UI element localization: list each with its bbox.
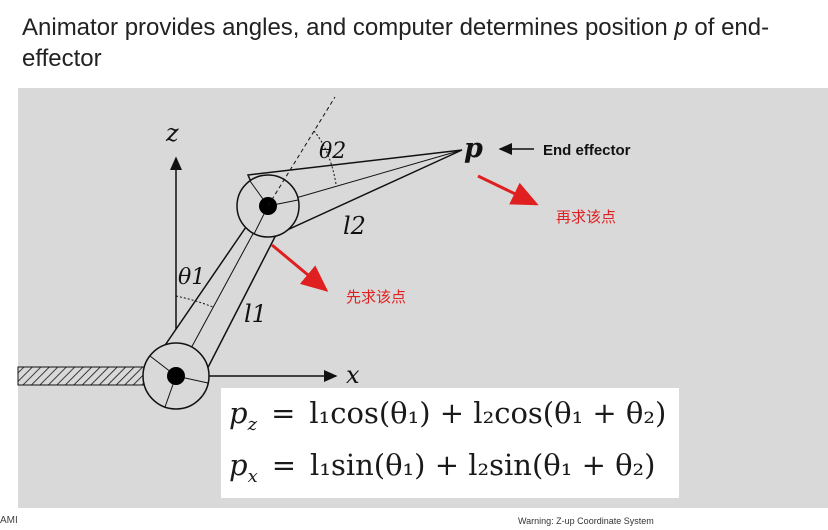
p-label: p xyxy=(464,133,483,164)
base-joint-pin xyxy=(167,367,185,385)
footer-left-text: AMI xyxy=(0,515,18,526)
title-text-after: of end-effector xyxy=(22,14,770,72)
formula-pz: pz=l₁cos(θ₁) + l₂cos(θ₁ + θ₂) xyxy=(229,396,667,435)
formula-px-lhs: p xyxy=(229,448,248,482)
theta2-label: θ2 xyxy=(319,139,346,164)
link-1-extension-dashed xyxy=(267,96,336,207)
slide-title: Animator provides angles, and computer d… xyxy=(22,12,802,74)
theta1-label: θ1 xyxy=(178,265,205,290)
annotation-arrow-second xyxy=(477,174,539,206)
end-effector-label: End effector xyxy=(543,142,631,159)
l1-label: l1 xyxy=(244,300,267,328)
formula-pz-lhs-sub: z xyxy=(247,413,258,435)
formula-px-lhs-sub: x xyxy=(247,465,258,487)
x-axis-label: x xyxy=(346,361,360,389)
link-2-center xyxy=(267,149,463,207)
title-variable-p: p xyxy=(674,14,688,41)
z-axis-label: z xyxy=(165,119,179,147)
title-text-before: Animator provides angles, and computer d… xyxy=(22,14,675,41)
annotation-arrow-first xyxy=(271,243,329,292)
formula-pz-rhs: l₁cos(θ₁) + l₂cos(θ₁ + θ₂) xyxy=(309,396,667,430)
annotation-first: 先求该点 xyxy=(346,288,406,306)
formula-px-rhs: l₁sin(θ₁) + l₂sin(θ₁ + θ₂) xyxy=(310,448,656,482)
theta2-arc xyxy=(313,130,337,185)
formula-box: pz=l₁cos(θ₁) + l₂cos(θ₁ + θ₂) px=l₁sin(θ… xyxy=(221,388,679,498)
annotation-second: 再求该点 xyxy=(556,208,616,226)
ground-hatch xyxy=(17,366,149,386)
formula-px: px=l₁sin(θ₁) + l₂sin(θ₁ + θ₂) xyxy=(229,448,656,487)
formula-pz-lhs: p xyxy=(229,396,248,430)
l2-label: l2 xyxy=(343,212,366,240)
footer-warning: Warning: Z-up Coordinate System xyxy=(518,516,654,526)
